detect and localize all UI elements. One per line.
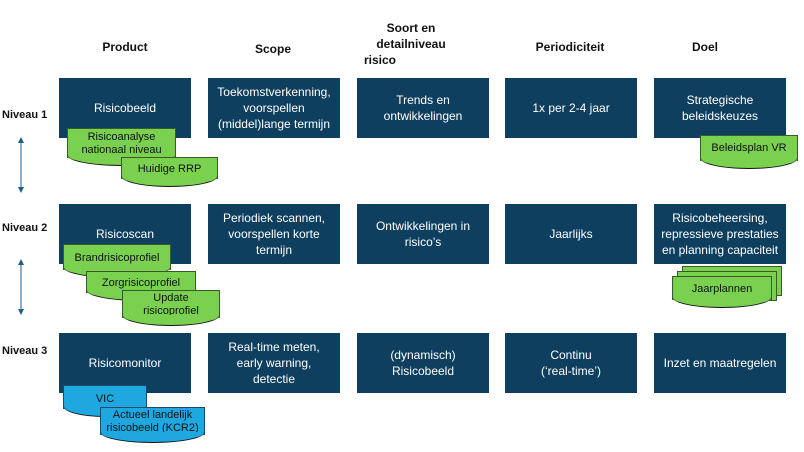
column-header-scope: Scope <box>254 42 291 56</box>
scope-label: Toekomstverkenning, voorspellen (middel)… <box>217 85 331 131</box>
scope-label: Real-time meten, early warning, detectie <box>228 340 320 386</box>
periodiciteit-box-3: Continu (‘real-time’) <box>505 333 637 393</box>
document-risicoanalyse: Risicoanalyse nationaal niveau <box>67 128 176 166</box>
column-header-soort-line2: detailniveau <box>376 37 446 51</box>
doel-label: Strategische beleidskeuzes <box>681 93 759 123</box>
periodiciteit-label: 1x per 2-4 jaar <box>532 101 610 115</box>
doel-box-3: Inzet en maatregelen <box>654 333 786 393</box>
column-header-product: Product <box>102 40 148 54</box>
soort-label: Ontwikkelingen in risico’s <box>375 219 471 249</box>
doel-label: Risicobeheersing, repressieve prestaties… <box>661 211 779 257</box>
column-header-periodiciteit: Periodiciteit <box>535 40 605 54</box>
double-arrow-2-3 <box>18 259 24 315</box>
periodiciteit-label: Jaarlijks <box>549 227 593 241</box>
column-header-soort-line1: Soort en <box>386 21 436 35</box>
product-label: Risicomonitor <box>88 356 162 370</box>
scope-label: Periodiek scannen, voorspellen korte ter… <box>222 211 326 257</box>
scope-box-2: Periodiek scannen, voorspellen korte ter… <box>208 204 340 264</box>
doel-label: Inzet en maatregelen <box>663 356 777 370</box>
product-box-risicomonitor: Risicomonitor <box>59 333 191 393</box>
soort-box-2: Ontwikkelingen in risico’s <box>357 204 489 264</box>
document-brandrisicoprofiel: Brandrisicoprofiel <box>63 244 171 278</box>
level-label-3: Niveau 3 <box>2 345 48 357</box>
soort-label: Trends en ontwikkelingen <box>383 93 463 123</box>
soort-box-1: Trends en ontwikkelingen <box>357 78 489 138</box>
level-label-1: Niveau 1 <box>2 109 48 121</box>
product-label: Risicobeeld <box>93 101 157 115</box>
document-huidige-rrp: Huidige RRP <box>121 157 218 187</box>
scope-box-1: Toekomstverkenning, voorspellen (middel)… <box>208 78 340 138</box>
document-update-risicoprofiel: Update risicoprofiel <box>122 290 220 326</box>
periodiciteit-label: Continu (‘real-time’) <box>541 348 601 378</box>
level-label-2: Niveau 2 <box>2 222 48 234</box>
doel-box-1: Strategische beleidskeuzes <box>654 78 786 138</box>
document-jaarplannen: Jaarplannen <box>672 276 772 308</box>
scope-box-3: Real-time meten, early warning, detectie <box>208 333 340 393</box>
double-arrow-1-2 <box>18 137 24 193</box>
soort-box-3: (dynamisch) Risicobeeld <box>357 333 489 393</box>
column-header-soort-line3: risico <box>364 53 397 67</box>
column-header-soort: Soort en detailniveau risico <box>356 20 466 68</box>
doel-box-2: Risicobeheersing, repressieve prestaties… <box>654 204 786 264</box>
soort-label: (dynamisch) Risicobeeld <box>390 348 456 378</box>
periodiciteit-box-1: 1x per 2-4 jaar <box>505 78 637 138</box>
column-header-doel: Doel <box>691 40 718 54</box>
periodiciteit-box-2: Jaarlijks <box>505 204 637 264</box>
product-label: Risicoscan <box>95 227 155 241</box>
document-beleidsplan: Beleidsplan VR <box>700 135 798 169</box>
document-vic: VIC <box>63 385 147 417</box>
document-actueel-landelijk-risicobeeld: Actueel landelijk risicobeeld (KCR2) <box>100 407 205 443</box>
